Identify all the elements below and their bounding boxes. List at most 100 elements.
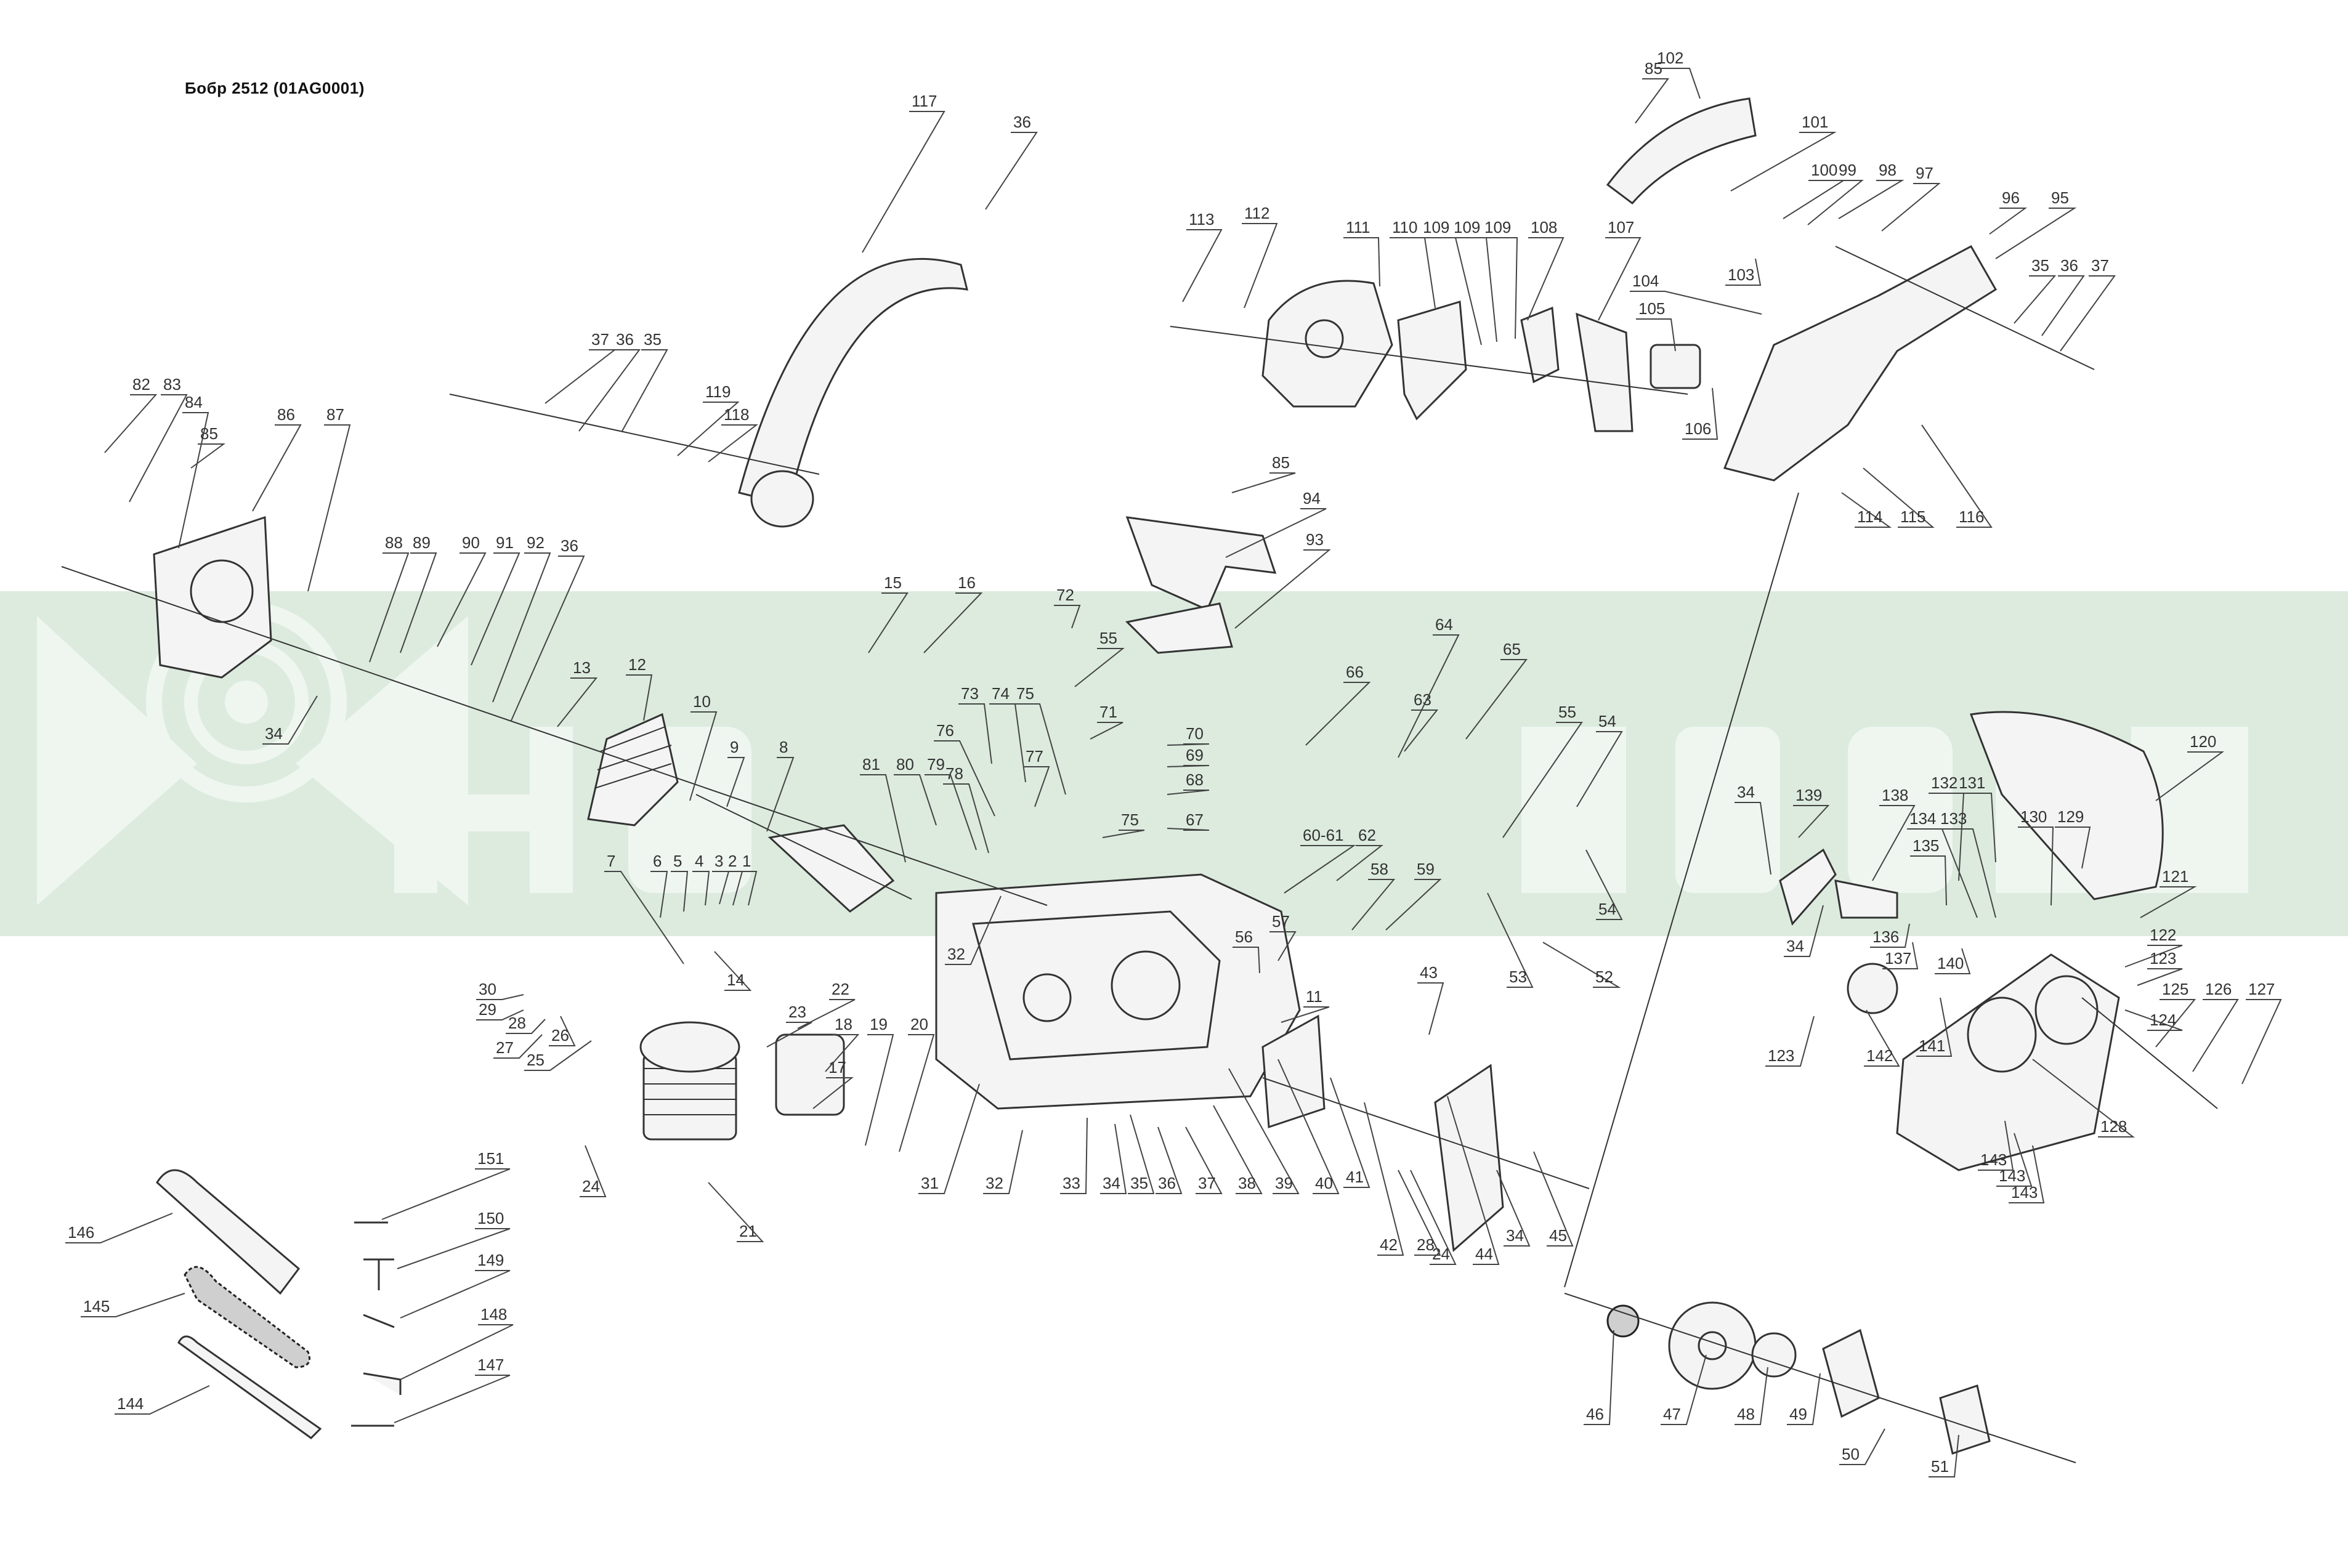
callout-number: 113	[1189, 210, 1214, 228]
callout-number: 20	[910, 1015, 928, 1033]
callout-number: 27	[496, 1038, 514, 1057]
callout-number: 53	[1509, 968, 1527, 986]
callout-number: 123	[1768, 1046, 1794, 1065]
callout-leader	[492, 552, 551, 703]
callout-number: 97	[1916, 164, 1933, 182]
callout-leader	[81, 1293, 185, 1317]
callout-leader	[262, 695, 318, 745]
callout-number: 125	[2162, 980, 2188, 998]
mounting-plate	[1125, 516, 1277, 654]
callout-leader	[1864, 1009, 1900, 1067]
callout-number: 98	[1879, 161, 1897, 179]
callout-number: 36	[1158, 1174, 1176, 1192]
callout-number: 140	[1937, 954, 1964, 972]
callout-number: 116	[1959, 507, 1984, 526]
callout-leader	[1576, 731, 1623, 807]
callout-leader	[1305, 682, 1371, 746]
callout-leader	[692, 871, 710, 906]
callout-leader	[1630, 291, 1762, 315]
callout-number: 143	[2011, 1183, 2038, 1202]
callout-number: 56	[1235, 927, 1253, 946]
callout-leader	[797, 999, 856, 1029]
callout-leader	[1398, 634, 1460, 758]
callout-number: 57	[1272, 912, 1290, 931]
callout-number: 36	[561, 536, 578, 555]
callout-number: 63	[1414, 690, 1431, 709]
callout-number: 58	[1370, 860, 1388, 878]
callout-number: 75	[1121, 810, 1139, 829]
callout-number: 70	[1186, 724, 1204, 743]
callout-leader	[1128, 1114, 1155, 1194]
callout-leader	[726, 757, 745, 807]
callout-leader	[1841, 492, 1892, 528]
callout-number: 78	[945, 764, 963, 783]
callout-number: 112	[1244, 204, 1269, 222]
callout-leader	[394, 1375, 511, 1423]
callout-number: 13	[573, 658, 591, 677]
callout-leader	[1995, 208, 2077, 259]
crankshaft	[695, 794, 912, 913]
callout-number: 139	[1795, 786, 1822, 804]
callout-leader	[677, 402, 740, 456]
callout-leader	[369, 552, 410, 663]
callout-number: 75	[1016, 684, 1034, 703]
callout-leader	[65, 1213, 173, 1243]
callout-number: 104	[1632, 272, 1659, 290]
assembly-axes	[61, 246, 2218, 1463]
callout-number: 34	[265, 724, 283, 743]
callout-leader	[511, 556, 585, 721]
callout-number: 91	[496, 533, 514, 552]
callout-leader	[1502, 722, 1583, 838]
callout-number: 80	[896, 755, 914, 774]
callout-leader	[1765, 1016, 1815, 1067]
callout-number: 8	[779, 738, 788, 756]
callout-number: 89	[413, 533, 431, 552]
callout-leader	[1527, 237, 1565, 321]
callout-leader	[1989, 208, 2028, 235]
callout-leader	[493, 1034, 543, 1059]
callout-leader	[1938, 828, 1996, 918]
callout-number: 109	[1423, 218, 1449, 236]
callout-number: 37	[591, 330, 609, 349]
callout-leader	[1242, 223, 1278, 309]
callout-leader	[506, 1019, 546, 1034]
saw-chain	[184, 1266, 310, 1368]
crankcase	[935, 873, 1301, 1110]
callout-number: 41	[1346, 1168, 1364, 1186]
callout-number: 25	[527, 1051, 544, 1069]
callout-number: 24	[582, 1177, 600, 1195]
callout-number: 148	[480, 1305, 507, 1324]
callout-leader	[1533, 1151, 1574, 1247]
callout-leader	[868, 592, 909, 653]
callout-leader	[2055, 826, 2091, 869]
callout-number: 29	[479, 1000, 496, 1019]
callout-number: 128	[2100, 1117, 2127, 1136]
callout-leader	[1336, 845, 1383, 881]
callout-number: 28	[508, 1014, 526, 1032]
front-handle	[738, 258, 968, 528]
callout-number: 85	[200, 424, 218, 443]
callout-leader	[2041, 275, 2085, 336]
callout-leader	[2155, 751, 2225, 801]
callout-number: 93	[1306, 530, 1324, 549]
callout-leader	[714, 951, 752, 991]
callout-number: 15	[884, 573, 902, 592]
callout-number: 118	[724, 405, 749, 424]
callout-leader	[1725, 258, 1762, 286]
callout-number: 133	[1940, 809, 1967, 828]
callout-leader	[671, 871, 689, 912]
callout-number: 10	[693, 692, 711, 711]
callout-leader	[1102, 830, 1145, 838]
callout-number: 85	[1272, 453, 1290, 472]
callout-leader	[129, 394, 188, 503]
callout-number: 147	[477, 1356, 504, 1374]
callout-leader	[2014, 275, 2057, 324]
callout-leader	[190, 443, 226, 469]
callout-leader	[2192, 999, 2239, 1072]
callout-leader	[1996, 1133, 2033, 1187]
callout-number: 35	[1130, 1174, 1148, 1192]
callout-leader	[1863, 467, 1935, 528]
callout-leader	[1167, 828, 1210, 831]
callout-leader	[1635, 78, 1669, 124]
